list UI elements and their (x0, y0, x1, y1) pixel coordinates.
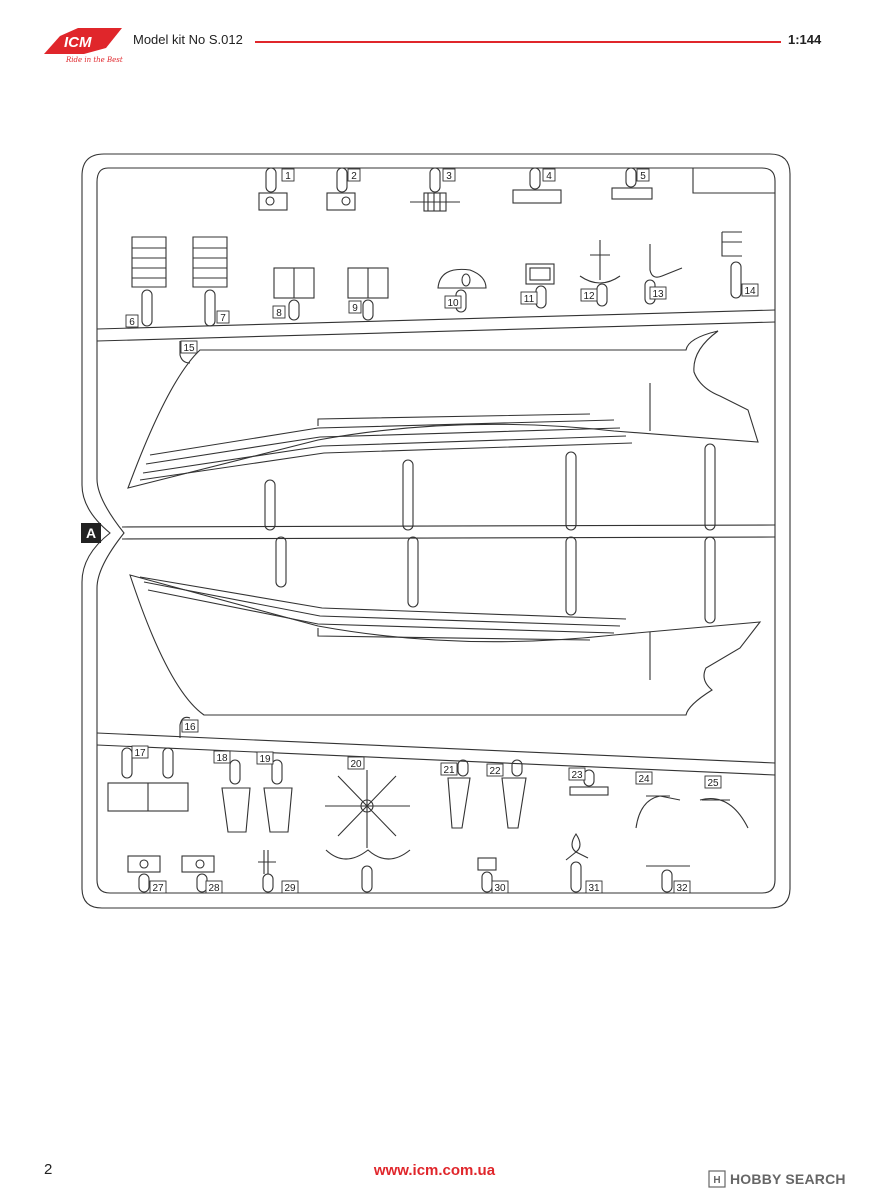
part-label-box (491, 880, 509, 894)
part-label-box (149, 880, 167, 894)
part-number-10: 10 (447, 298, 459, 309)
part-label-box (348, 300, 362, 314)
part-label-box (649, 286, 667, 300)
part-label-box (568, 767, 586, 781)
part-number-24: 24 (638, 774, 650, 785)
part-number-19: 19 (259, 754, 271, 765)
part-label-box (636, 168, 650, 182)
part-number-5: 5 (640, 171, 646, 182)
part-number-13: 13 (652, 289, 664, 300)
part-number-28: 28 (208, 883, 220, 894)
part-number-6: 6 (129, 317, 135, 328)
part-number-12: 12 (583, 291, 595, 302)
part-label-box (542, 168, 556, 182)
icm-logo: ICM Ride in the Best (40, 24, 126, 69)
part-number-1: 1 (285, 171, 291, 182)
runner-top (96, 309, 776, 330)
part-label-box (520, 291, 538, 305)
part-number-9: 9 (352, 303, 358, 314)
page-header: ICM Ride in the Best Model kit No S.012 … (0, 0, 869, 70)
part-label-box (442, 168, 456, 182)
part-label-box (585, 880, 603, 894)
header-rule (255, 41, 781, 43)
part-label-box (125, 314, 139, 328)
part-label-box (347, 168, 361, 182)
part-label-box (180, 340, 198, 354)
part-label-box (216, 310, 230, 324)
part-number-23: 23 (571, 770, 583, 781)
part-label-box (347, 756, 365, 770)
part-number-29: 29 (284, 883, 296, 894)
part-number-11: 11 (524, 294, 535, 305)
part-number-31: 31 (588, 883, 600, 894)
sprue-frame-outer (81, 153, 791, 909)
runner-bottom (96, 732, 776, 764)
upper-hull (127, 330, 759, 489)
part-label-box (486, 763, 504, 777)
part-label-box (281, 168, 295, 182)
part-number-2: 2 (351, 171, 357, 182)
scale-label: 1:144 (788, 32, 822, 47)
page-number: 2 (44, 1161, 53, 1178)
part-label-box (205, 880, 223, 894)
sprue-frame-inner (96, 167, 776, 894)
hobbysearch-logo-icon: H (708, 1170, 726, 1188)
sprue-letter-box (81, 523, 101, 543)
part-number-21: 21 (443, 765, 455, 776)
part-label-box (281, 880, 299, 894)
part-number-8: 8 (276, 308, 282, 319)
part-number-30: 30 (494, 883, 506, 894)
part-number-27: 27 (152, 883, 164, 894)
part-label-box (256, 751, 274, 765)
brand-text: ICM (64, 34, 92, 51)
part-label-box (272, 305, 286, 319)
part-label-box (440, 762, 458, 776)
part-number-7: 7 (220, 313, 226, 324)
part-number-25: 25 (707, 778, 719, 789)
part-number-14: 14 (744, 286, 756, 297)
sprue-letter: A (86, 525, 96, 541)
part-number-18: 18 (216, 753, 228, 764)
kit-title: Model kit No S.012 (133, 32, 243, 47)
lower-hull (129, 574, 762, 716)
part-label-box (444, 295, 462, 309)
part-number-3: 3 (446, 171, 452, 182)
part-label-box (741, 283, 759, 297)
part-label-box (131, 745, 149, 759)
watermark-text: HOBBY SEARCH (730, 1171, 846, 1187)
part-number-16: 16 (184, 722, 196, 733)
part-number-4: 4 (546, 171, 552, 182)
part-label-box (181, 719, 199, 733)
part-number-32: 32 (676, 883, 688, 894)
part-number-17: 17 (134, 748, 146, 759)
part-label-box (673, 880, 691, 894)
part-number-15: 15 (183, 343, 195, 354)
part-number-20: 20 (350, 759, 362, 770)
part-label-box (704, 775, 722, 789)
svg-text:H: H (713, 1175, 720, 1186)
part-label-box (635, 771, 653, 785)
runner-middle (121, 524, 776, 528)
part-label-box (580, 288, 598, 302)
part-label-box (213, 750, 231, 764)
hobbysearch-watermark: H HOBBY SEARCH (708, 1168, 846, 1190)
part-number-22: 22 (489, 766, 501, 777)
slogan-text: Ride in the Best (65, 56, 123, 64)
website-url[interactable]: www.icm.com.ua (373, 1162, 496, 1179)
